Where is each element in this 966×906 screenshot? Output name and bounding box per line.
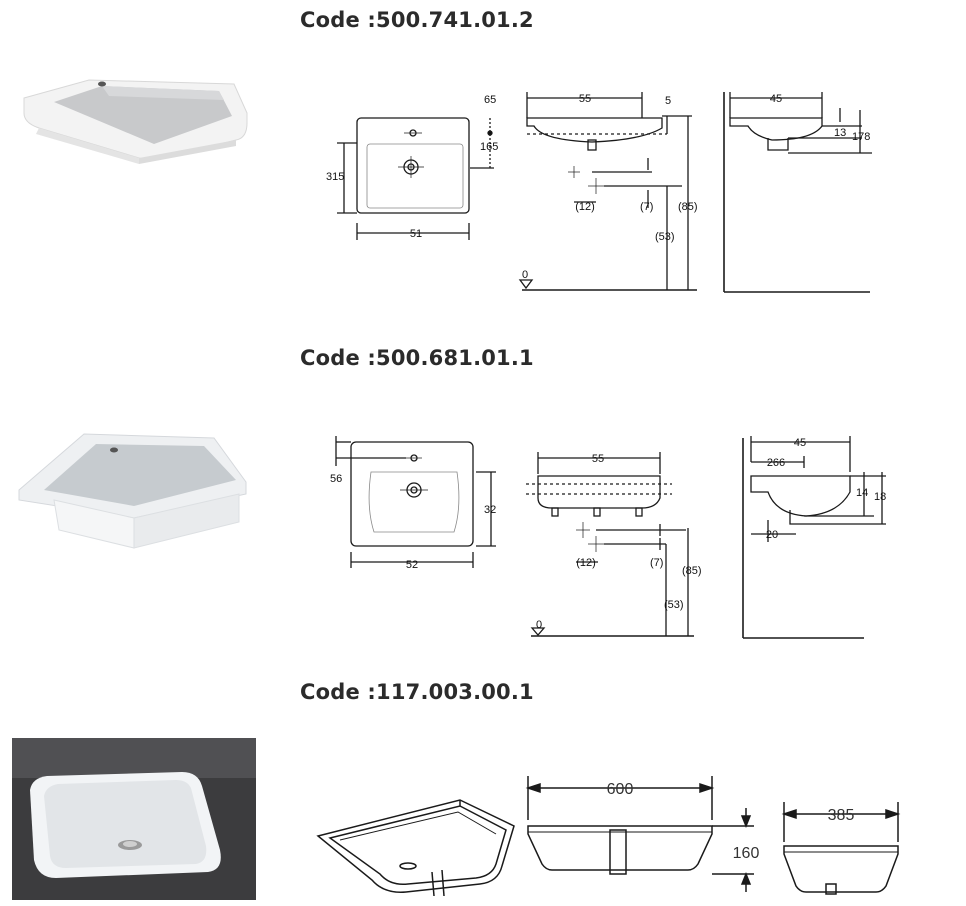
product-photo-3 — [12, 738, 256, 900]
dim-side-width: 55 — [592, 453, 604, 465]
dim-total-height: (85) — [678, 201, 698, 213]
dim-tap-offset-mid: 165 — [480, 141, 498, 153]
side-view-outline — [537, 475, 661, 509]
dim-bowl-depth: 14 — [856, 487, 868, 499]
dim-length: 600 — [607, 781, 634, 798]
dim-overall-depth: 185 — [874, 491, 886, 503]
dim-trap-spacing: (12) — [575, 201, 595, 213]
dim-height: 160 — [733, 845, 760, 862]
front-view-outline — [350, 441, 474, 547]
technical-drawing-1: 51 315 65 165 55 5 (12) (7) (53) (85) 0 … — [326, 92, 872, 293]
dim-floor-level: 0 — [522, 269, 528, 281]
dim-floor-level: 0 — [536, 619, 542, 631]
basin-iso-outline — [316, 799, 515, 893]
dim-total-height: (85) — [682, 565, 702, 577]
dim-front-width: 52 — [406, 559, 418, 571]
dim-side-width: 55 — [579, 93, 591, 105]
dim-wall-offset: 20 — [766, 529, 778, 541]
side-view-outline — [526, 117, 663, 143]
dim-tap-offset-top: 56 — [330, 473, 342, 485]
dim-width: 385 — [828, 807, 855, 824]
front-view-outline — [356, 117, 470, 214]
dim-tap-offset-top: 65 — [484, 94, 496, 106]
dim-trap-spacing: (12) — [576, 557, 596, 569]
dim-rim: 5 — [665, 95, 671, 107]
product-code-title-3: Code :117.003.00.1 — [300, 680, 534, 704]
dim-overall-depth: 178 — [852, 131, 870, 143]
product-photo-2 — [18, 433, 247, 549]
basin-side-outline — [783, 845, 899, 893]
technical-drawing-2: 56 52 32 55 (12) (7) (53) (85) 0 45 266 … — [330, 436, 886, 639]
dim-front-height: 32 — [484, 504, 496, 516]
basin-front-outline — [527, 825, 713, 871]
product-code-title-2: Code :500.681.01.1 — [300, 346, 534, 370]
dim-inner-depth: 266 — [767, 457, 785, 469]
product-photo-1 — [23, 79, 248, 164]
dim-depth: 45 — [770, 93, 782, 105]
dim-drain-height: (53) — [664, 599, 684, 611]
product-code-title-1: Code :500.741.01.2 — [300, 8, 534, 32]
dim-depth: 45 — [794, 437, 806, 449]
dim-front-width: 51 — [410, 228, 422, 240]
technical-drawing-3: 600 160 385 — [316, 776, 901, 897]
dim-bowl-depth: 13 — [834, 127, 846, 139]
dim-front-height: 315 — [326, 171, 344, 183]
dim-drain-height: (53) — [655, 231, 675, 243]
dim-trap-height: (7) — [640, 201, 653, 213]
dim-trap-height: (7) — [650, 557, 663, 569]
